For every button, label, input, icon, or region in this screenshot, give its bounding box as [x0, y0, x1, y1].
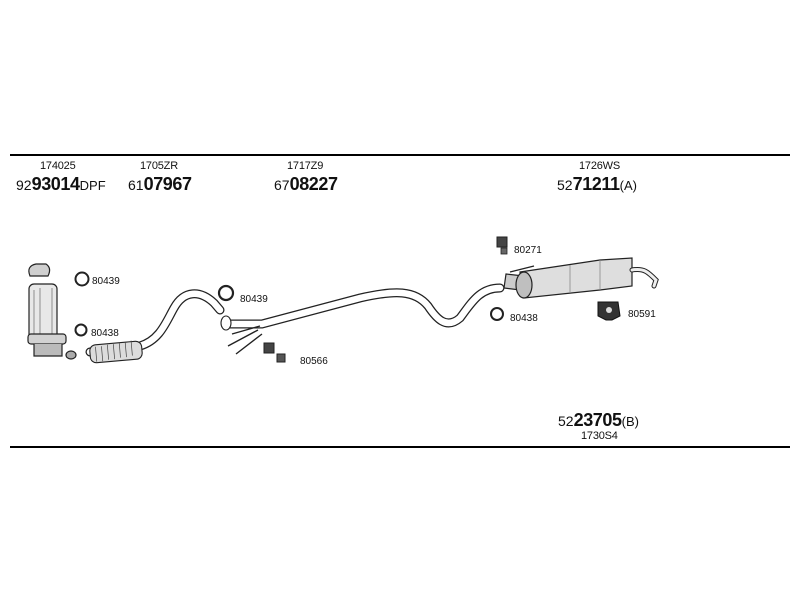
callout-mid-bolt: 80566: [300, 356, 328, 367]
part-number-alt-silencer: 5223705(B): [558, 410, 639, 432]
part-suffix: DPF: [79, 178, 106, 193]
ref-code-catalyst: 174025: [40, 160, 76, 172]
part-main-number: 71211: [572, 174, 620, 194]
callout-mid-clamp: 80439: [240, 294, 268, 305]
bottom-divider: [10, 446, 790, 448]
callout-front-gasket: 80438: [91, 328, 119, 339]
part-main-number: 07967: [143, 174, 192, 194]
ref-code-rear-silencer: 1726WS: [579, 160, 620, 172]
callout-front-clamp: 80439: [92, 276, 120, 287]
top-divider: [10, 154, 790, 156]
callout-rear-bolt: 80271: [514, 245, 542, 256]
part-prefix: 52: [558, 413, 574, 429]
catalytic-converter: [27, 263, 77, 360]
part-suffix: (A): [619, 178, 637, 193]
bolt-icon: [263, 342, 286, 363]
part-number-rear-silencer: 5271211(A): [557, 174, 637, 196]
front-pipe: [85, 289, 225, 364]
part-number-intermediate-pipe: 6708227: [274, 174, 338, 196]
callout-rear-hanger: 80591: [628, 309, 656, 320]
rear-silencer: [503, 257, 659, 299]
part-main-number: 93014: [31, 174, 80, 194]
gasket-icon: [490, 307, 504, 321]
part-prefix: 67: [274, 177, 290, 193]
part-main-number: 08227: [289, 174, 338, 194]
ref-code-front-pipe: 1705ZR: [140, 160, 178, 172]
part-prefix: 92: [16, 177, 32, 193]
part-prefix: 52: [557, 177, 573, 193]
part-prefix: 61: [128, 177, 144, 193]
part-number-front-pipe: 6107967: [128, 174, 192, 196]
part-main-number: 23705: [573, 410, 622, 430]
ref-code-intermediate-pipe: 1717Z9: [287, 160, 324, 172]
ref-code-alt-silencer: 1730S4: [581, 430, 618, 442]
hanger-icon: [597, 301, 621, 321]
gasket-icon: [74, 323, 88, 337]
bolt-icon: [496, 236, 508, 255]
intermediate-pipe: [220, 283, 505, 355]
clamp-icon: [74, 271, 90, 287]
part-suffix: (B): [621, 414, 639, 429]
callout-rear-clamp: 80438: [510, 313, 538, 324]
clamp-icon: [217, 284, 235, 302]
part-number-catalyst: 9293014DPF: [16, 174, 106, 196]
